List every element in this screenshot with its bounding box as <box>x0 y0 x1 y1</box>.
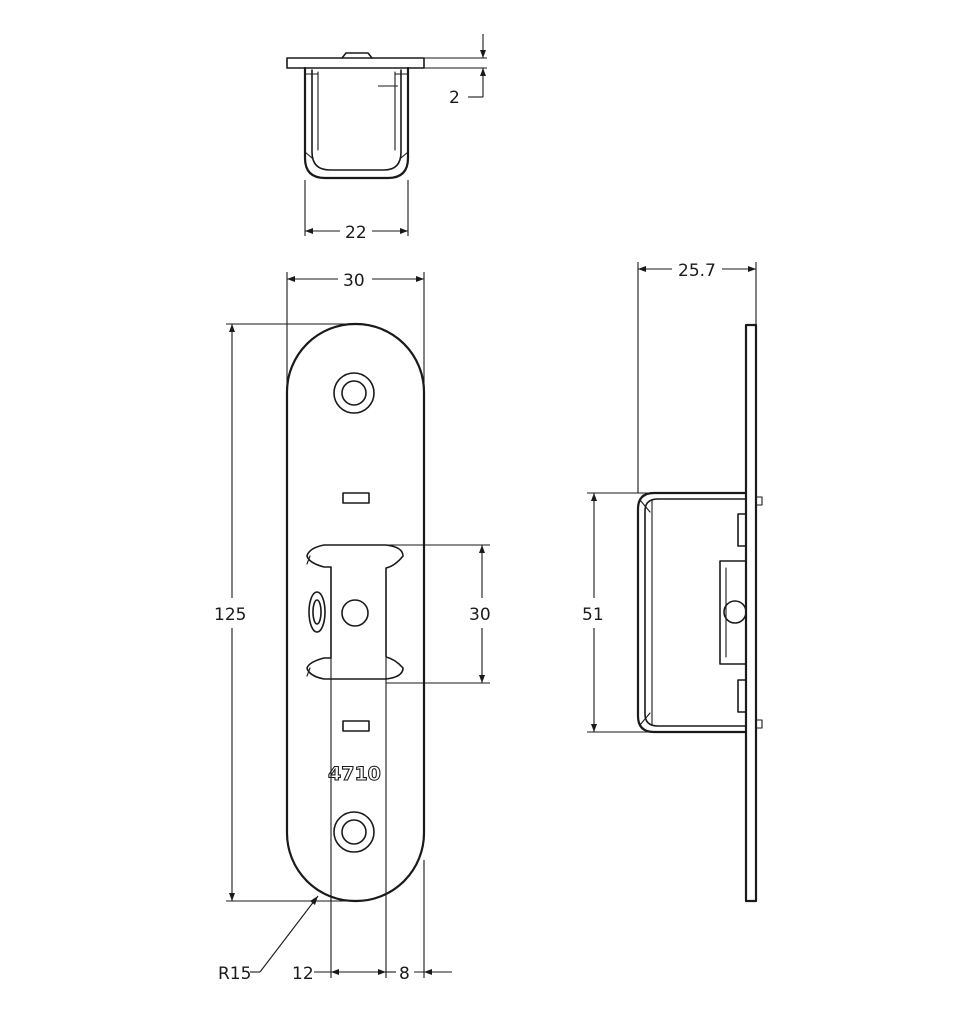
dim-r15-arrow <box>310 896 318 905</box>
dim-8-arrow <box>424 969 432 975</box>
dim-2-arrow-top <box>480 50 486 58</box>
side-adjuster-inner <box>312 599 322 625</box>
dim-22-label: 22 <box>345 223 367 243</box>
dim-r15-leader <box>259 895 319 973</box>
bottom-screw-hole-outer <box>333 811 375 853</box>
top-view-corner-marks <box>304 151 409 159</box>
dim-30h-arrow-bottom <box>479 675 485 683</box>
side-box <box>636 491 748 734</box>
dim-125-arrow-bottom <box>229 893 235 901</box>
dim-51-arrow-top <box>591 493 597 501</box>
side-screw <box>723 600 747 624</box>
dim-30h-label: 30 <box>469 605 491 625</box>
side-lower-tab <box>737 679 747 713</box>
dim-257-arrow-right <box>748 266 756 272</box>
top-view-box-inner <box>311 69 402 171</box>
side-upper-tab <box>737 513 747 547</box>
dim-51-label: 51 <box>582 605 604 625</box>
dim-125-label: 125 <box>214 605 246 625</box>
dim-257-arrow-left <box>638 266 646 272</box>
side-plate-clips <box>755 496 763 729</box>
top-view-plate <box>286 57 425 69</box>
dim-22-arrow-right <box>400 228 408 234</box>
top-screw-hole-outer <box>333 372 375 414</box>
side-view: 25.7 51 <box>582 261 763 903</box>
dim-2-label: 2 <box>449 88 460 108</box>
dim-8-label: 8 <box>399 964 410 984</box>
side-box-corner-marks <box>639 499 651 726</box>
dim-30h-arrow-top <box>479 545 485 553</box>
dim-12-arrow-right <box>378 969 386 975</box>
dim-30w-label: 30 <box>343 271 365 291</box>
latch-opening-ticks <box>306 555 311 677</box>
front-view: 4710 30 125 30 <box>214 271 491 984</box>
bottom-screw-hole-inner <box>341 819 367 845</box>
side-adjuster-outer <box>308 591 326 633</box>
dim-30w-arrow-right <box>416 276 424 282</box>
dim-12-arrow-left <box>331 969 339 975</box>
top-view-walls <box>317 71 396 151</box>
side-box-inner <box>644 498 747 727</box>
front-plate-outline <box>285 322 426 903</box>
part-number: 4710 <box>328 763 381 785</box>
top-view: 2 22 <box>286 34 487 243</box>
top-screw-hole-inner <box>341 380 367 406</box>
upper-small-slot <box>342 492 370 504</box>
dim-257-label: 25.7 <box>678 261 716 281</box>
top-view-box <box>303 66 410 180</box>
dim-51-arrow-bottom <box>591 724 597 732</box>
latch-opening <box>306 544 404 680</box>
dim-125-arrow-top <box>229 324 235 332</box>
dim-2-arrow-bottom <box>480 68 486 76</box>
dim-30w-arrow-left <box>287 276 295 282</box>
lower-small-slot <box>342 720 370 732</box>
dim-12-label: 12 <box>292 964 314 984</box>
side-latch-housing <box>719 560 747 665</box>
side-plate <box>744 323 758 903</box>
dim-r15-label: R15 <box>218 964 251 984</box>
dim-22-arrow-left <box>305 228 313 234</box>
top-view-tab <box>341 52 373 59</box>
center-hole <box>341 599 369 627</box>
